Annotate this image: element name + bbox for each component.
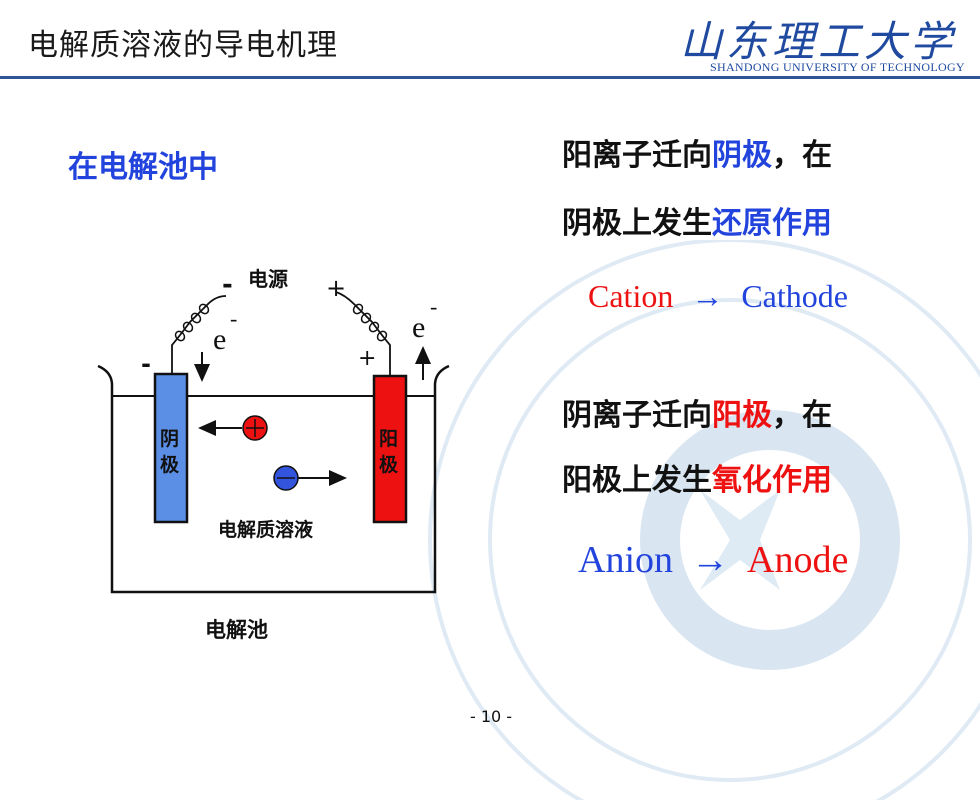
arrow-right-icon: →	[691, 539, 729, 581]
power-minus-sign: -	[222, 270, 233, 300]
header-rule	[0, 76, 980, 79]
electron-label-left: e	[213, 323, 226, 356]
electrolyte-solution-label: 电解质溶液	[218, 518, 314, 541]
cathode-electrode	[153, 372, 189, 524]
power-source-label: 电源	[248, 267, 288, 291]
anion-line-2: 阳极上发生氧化作用	[562, 455, 832, 499]
text-segment: ，在	[772, 398, 832, 433]
text-segment: 阳离子迁向	[562, 138, 712, 173]
university-logo-subtitle: SHANDONG UNIVERSITY OF TECHNOLOGY	[710, 60, 965, 74]
university-logo-script: 山东理工大学	[680, 17, 957, 66]
cation-equation: Cation → Cathode	[588, 278, 848, 315]
wire-left-coil	[174, 303, 210, 342]
intro-heading: 在电解池中	[68, 150, 218, 185]
cathode-label-2: 极	[160, 453, 180, 476]
eq-anion: Anion	[578, 539, 673, 581]
highlight-oxidation: 氧化作用	[712, 463, 832, 498]
text-segment: 阴离子迁向	[562, 398, 712, 433]
highlight-reduction: 还原作用	[712, 206, 832, 241]
cathode-minus-sign: -	[141, 350, 151, 378]
cation-line-2: 阴极上发生还原作用	[562, 198, 832, 242]
text-segment: 阳极上发生	[562, 463, 712, 498]
wire-right-coil	[352, 303, 388, 342]
anode-label-2: 极	[379, 453, 399, 476]
text-segment: ，在	[772, 138, 832, 173]
anion-equation: Anion → Anode	[578, 538, 848, 582]
highlight-cathode: 阴极	[712, 138, 772, 173]
page-number: - 10 -	[470, 707, 513, 726]
anode-plus-sign: +	[358, 346, 376, 371]
eq-anode: Anode	[747, 539, 849, 581]
arrow-right-icon: →	[691, 278, 724, 314]
eq-cathode: Cathode	[741, 278, 848, 314]
beaker-outline	[97, 364, 450, 594]
cathode-label-1: 阴	[160, 428, 179, 450]
anion-line-1: 阴离子迁向阳极，在	[562, 390, 832, 434]
anode-electrode	[372, 374, 408, 524]
eq-cation: Cation	[588, 278, 674, 314]
electrolysis-cell-diagram: 阴 极 阳 极 - 电源 + - + e - e - 电解质溶液 电解池	[97, 267, 450, 642]
university-seal-watermark	[428, 240, 980, 800]
highlight-anode: 阳极	[712, 398, 772, 433]
anode-label-1: 阳	[379, 428, 398, 450]
electron-charge-right: -	[430, 294, 437, 319]
electrolytic-cell-label: 电解池	[205, 618, 268, 642]
electron-charge-left: -	[230, 306, 237, 331]
slide-title: 电解质溶液的导电机理	[28, 28, 338, 63]
text-segment: 阴极上发生	[562, 206, 712, 241]
power-plus-sign: +	[326, 274, 346, 302]
electron-label-right: e	[412, 311, 425, 344]
cation-line-1: 阳离子迁向阴极，在	[562, 130, 832, 174]
